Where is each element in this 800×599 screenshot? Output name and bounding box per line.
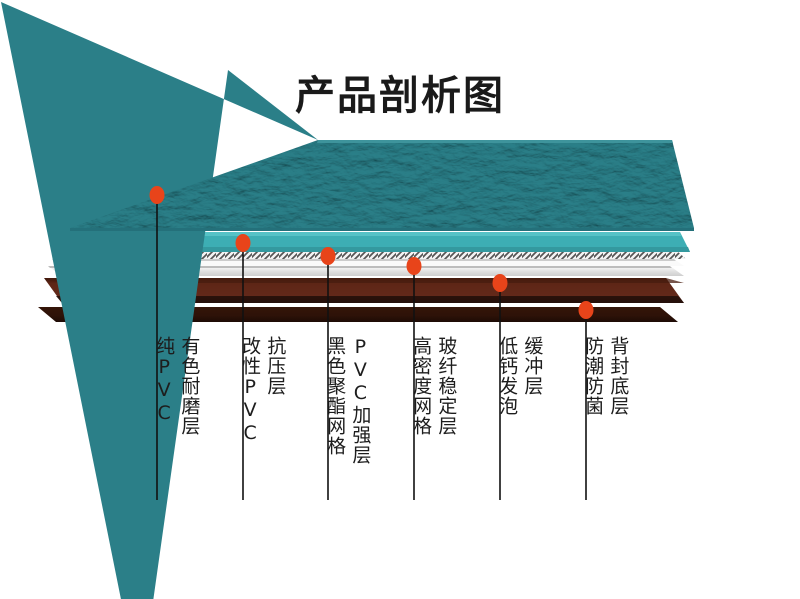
callout-label-1-secondary: 有色耐磨层 [178,336,201,436]
callout-label-3: PVC加强层 黑色聚酯网格 [323,336,371,465]
callout-dot-1[interactable] [149,186,165,204]
callout-dot-2[interactable] [235,234,251,252]
callout-label-1-primary: 纯PVC [153,336,176,425]
callout-leader-lines [156,195,587,500]
callout-dot-6[interactable] [578,301,594,319]
callout-label-2-secondary: 抗压层 [264,336,287,396]
callout-label-5-secondary: 缓冲层 [521,336,544,396]
callout-label-6: 背封底层 防潮防菌 [581,336,629,416]
callout-label-1: 有色耐磨层 纯PVC [152,336,200,436]
callout-label-4-primary: 高密度网格 [410,336,433,436]
layer-wear-surface [1,2,694,599]
callout-label-6-secondary: 背封底层 [607,336,630,416]
callout-dot-4[interactable] [406,257,422,275]
layer-pvc-reinforcement [52,259,684,266]
callout-label-5: 缓冲层 低钙发泡 [495,336,543,416]
callout-label-4-secondary: 玻纤稳定层 [435,336,458,436]
callout-label-6-primary: 防潮防菌 [582,336,605,416]
layer-foam [44,278,684,303]
callout-dots [149,186,594,319]
callout-label-3-secondary: PVC加强层 [349,336,372,465]
callout-label-2-primary: 改性PVC [239,336,262,445]
callout-label-3-primary: 黑色聚酯网格 [324,336,347,456]
callout-dot-5[interactable] [492,274,508,292]
callout-label-5-primary: 低钙发泡 [496,336,519,416]
callout-dot-3[interactable] [320,247,336,265]
layer-modified-pvc [58,232,690,252]
callout-label-4: 玻纤稳定层 高密度网格 [409,336,457,436]
callout-label-2: 抗压层 改性PVC [238,336,286,445]
layer-backing [38,307,678,322]
layer-high-density-mesh [48,266,684,276]
page-title: 产品剖析图 [295,73,505,119]
